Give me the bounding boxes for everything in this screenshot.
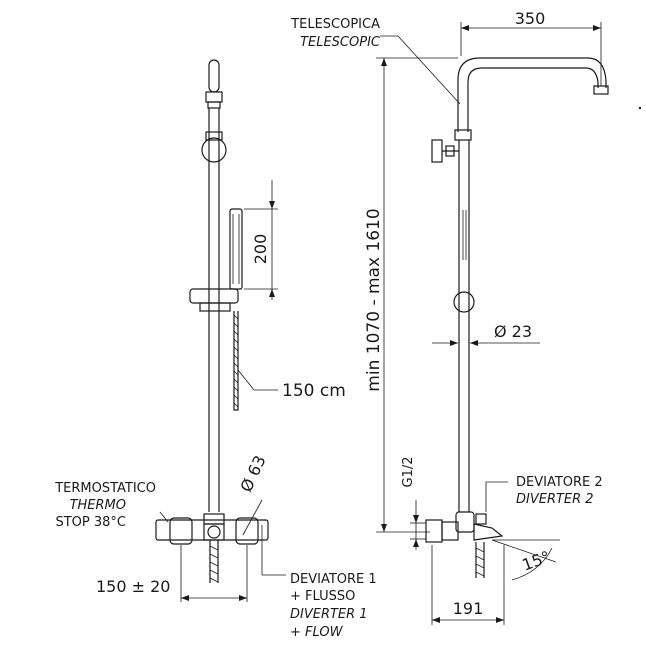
- side-view: [376, 22, 642, 625]
- label-thermo-en: THERMO: [70, 498, 126, 513]
- text-labels: TELESCOPICA TELESCOPIC 350 200 150 cm mi…: [54, 9, 602, 640]
- label-telescopic-it: TELESCOPICA: [290, 17, 380, 32]
- label-dim-150-20: 150 ± 20: [96, 577, 170, 596]
- label-diverter1-it: DEVIATORE 1: [290, 572, 377, 587]
- label-dim-150cm: 150 cm: [282, 381, 346, 401]
- label-dim-height: min 1070 - max 1610: [364, 208, 384, 391]
- label-diverter1-flow-en: + FLOW: [290, 625, 344, 640]
- label-dim-d63: Ø 63: [236, 452, 269, 495]
- label-dim-200: 200: [251, 234, 270, 265]
- label-thermo-stop: STOP 38°C: [55, 515, 126, 530]
- label-diverter1-en: DIVERTER 1: [290, 607, 368, 622]
- label-dim-350: 350: [515, 9, 546, 28]
- label-telescopic-en: TELESCOPIC: [300, 35, 381, 50]
- label-dim-g12: G1/2: [401, 457, 416, 488]
- label-dim-191: 191: [453, 599, 484, 618]
- label-dim-d23: Ø 23: [494, 322, 532, 341]
- label-diverter1-flow-it: + FLUSSO: [290, 589, 355, 604]
- label-diverter2-en: DIVERTER 2: [516, 492, 594, 507]
- front-view: [155, 59, 286, 602]
- label-diverter2-it: DEVIATORE 2: [516, 475, 603, 490]
- label-thermo-it: TERMOSTATICO: [54, 481, 156, 496]
